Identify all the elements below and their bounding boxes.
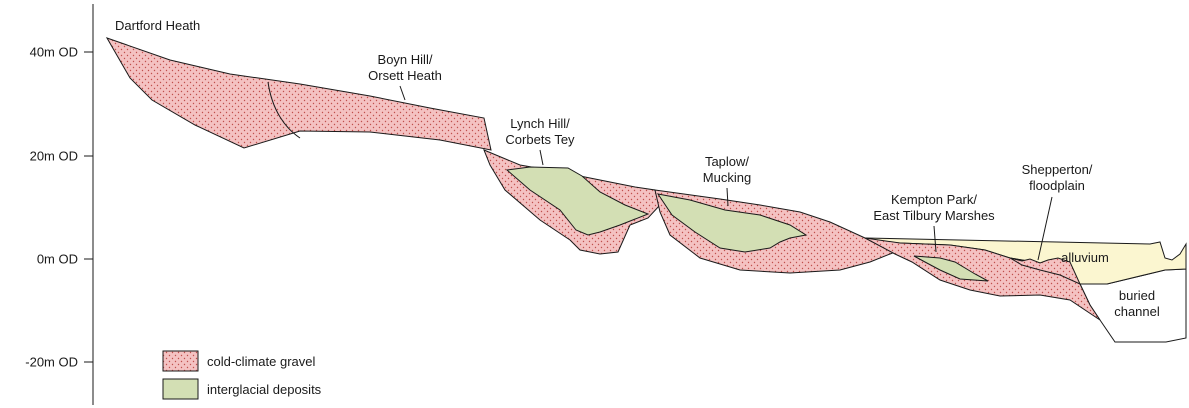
legend-label-interglacial: interglacial deposits (207, 382, 322, 397)
legend-swatch-interglacial (163, 379, 198, 399)
label-buried-channel-line2: channel (1114, 304, 1160, 319)
label-alluvium: alluvium (1061, 250, 1109, 265)
label-lynch-hill-line2: Corbets Tey (505, 132, 575, 147)
boyn-hill-gravel (107, 38, 491, 150)
leader-lynch-hill (540, 150, 543, 165)
elevation-axis: 40m OD 20m OD 0m OD -20m OD (25, 4, 93, 405)
label-shepperton-line1: Shepperton/ (1022, 162, 1093, 177)
label-shepperton-line2: floodplain (1029, 178, 1085, 193)
leader-boyn-hill (400, 86, 405, 100)
axis-label-0: 0m OD (37, 252, 78, 267)
label-boyn-hill-line2: Orsett Heath (368, 68, 442, 83)
label-kempton-line1: Kempton Park/ (891, 192, 977, 207)
label-lynch-hill-line1: Lynch Hill/ (510, 116, 570, 131)
label-buried-channel-line1: buried (1119, 288, 1155, 303)
label-boyn-hill-line1: Boyn Hill/ (378, 52, 433, 67)
axis-label-40: 40m OD (30, 45, 78, 60)
legend-label-gravel: cold-climate gravel (207, 354, 315, 369)
legend: cold-climate gravel interglacial deposit… (163, 351, 322, 399)
label-taplow-line2: Mucking (703, 170, 751, 185)
label-taplow-line1: Taplow/ (705, 154, 749, 169)
legend-swatch-gravel (163, 351, 198, 371)
axis-label-minus20: -20m OD (25, 355, 78, 370)
axis-label-20: 20m OD (30, 149, 78, 164)
label-dartford-heath: Dartford Heath (115, 18, 200, 33)
label-kempton-line2: East Tilbury Marshes (873, 208, 995, 223)
